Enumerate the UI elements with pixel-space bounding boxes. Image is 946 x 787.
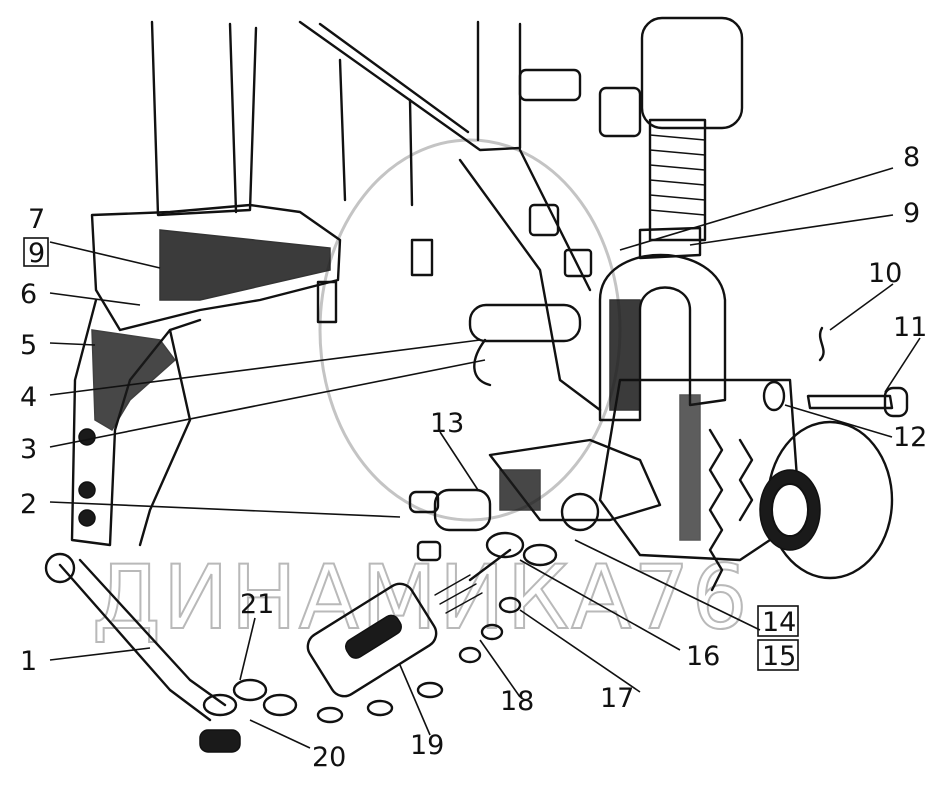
callout-14-box <box>757 605 799 637</box>
watermark-logo: ДИНАМИКА76 <box>91 138 749 650</box>
callout-17: 17 <box>600 683 634 714</box>
callout-6: 6 <box>20 279 37 310</box>
pin-washer-cotter <box>762 326 909 418</box>
clevis-and-pin <box>408 438 662 562</box>
callout-15: 15 <box>762 641 796 672</box>
callout-9-box <box>23 237 49 267</box>
callout-2: 2 <box>20 489 37 520</box>
callout-4: 4 <box>20 382 37 413</box>
callout-3: 3 <box>20 434 37 465</box>
hitch-body <box>598 378 894 592</box>
vertical-screw <box>598 16 744 422</box>
callout-20: 20 <box>312 742 346 773</box>
tractor-frame <box>150 20 522 217</box>
callout-12: 12 <box>893 422 927 453</box>
callout-11: 11 <box>893 312 927 343</box>
callout-9-right: 9 <box>903 198 920 229</box>
bracket-body <box>70 203 434 547</box>
chain-turnbuckle <box>44 531 558 753</box>
callout-7: 7 <box>28 204 45 235</box>
watermark-text: ДИНАМИКА76 <box>92 546 749 649</box>
callout-21: 21 <box>240 589 274 620</box>
callout-10: 10 <box>868 258 902 289</box>
center-linkage <box>458 68 642 412</box>
callout-8: 8 <box>903 142 920 173</box>
callout-labels: 7 9 6 5 4 3 2 1 13 8 9 10 11 12 14 15 16… <box>20 142 927 773</box>
callout-18: 18 <box>500 686 534 717</box>
callout-1: 1 <box>20 646 37 677</box>
callout-13: 13 <box>430 408 464 439</box>
callout-15-box <box>757 639 799 671</box>
callout-14: 14 <box>762 607 796 638</box>
leader-lines <box>49 167 921 749</box>
callout-5: 5 <box>20 330 37 361</box>
callout-9-left: 9 <box>28 238 45 269</box>
callout-16: 16 <box>686 641 720 672</box>
callout-19: 19 <box>410 730 444 761</box>
